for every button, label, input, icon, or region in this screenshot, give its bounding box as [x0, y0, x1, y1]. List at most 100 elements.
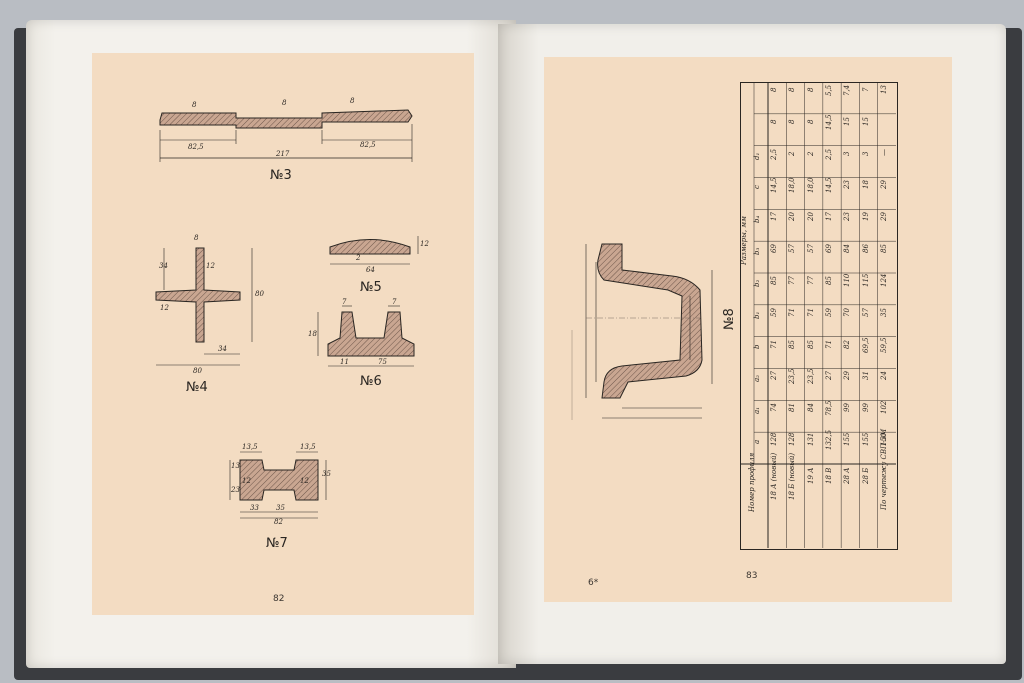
table-cell-profile: 18 А (новый) — [770, 452, 779, 500]
p3-dim-a: 8 — [192, 101, 197, 109]
table-cell: 29 — [879, 212, 888, 222]
table-header-col: d₁ — [753, 152, 761, 160]
table-cell: 82 — [843, 339, 852, 349]
table-cell: 78,5 — [825, 400, 833, 417]
p4-dim-d: 12 — [206, 262, 215, 270]
table-cell: 13 — [879, 84, 888, 94]
table-cell: 18,0 — [806, 177, 815, 194]
table-cell: 15 — [843, 116, 852, 126]
table-cell: 2,5 — [825, 148, 833, 160]
p5-dim-c: 64 — [366, 266, 375, 274]
table-header-col: b₂ — [753, 279, 761, 287]
p3-dim-c: 8 — [350, 97, 355, 105]
table-cell: 71 — [825, 339, 833, 349]
p7-dim-a: 13,5 — [242, 443, 258, 451]
table-cell: 84 — [843, 244, 852, 254]
table-cell: 8 — [806, 119, 815, 124]
table-cell: 110 — [843, 273, 852, 287]
table-cell: 8 — [770, 119, 779, 124]
profile-5-label: №5 — [360, 280, 382, 295]
table-cell: 8 — [806, 87, 815, 92]
table-cell: 81 — [788, 403, 797, 413]
p3-dim-f: 217 — [276, 150, 290, 158]
table-cell: 69 — [770, 244, 779, 254]
p6-dim-e: 75 — [378, 358, 387, 366]
p7-dim-e: 12 — [242, 477, 251, 485]
p7-dim-f: 12 — [300, 477, 309, 485]
p4-dim-c: 80 — [255, 290, 264, 298]
table-cell: 8 — [788, 87, 797, 92]
table-cell: 70 — [843, 307, 852, 317]
p4-dim-g: 80 — [193, 367, 202, 375]
table-cell: 115 — [861, 273, 870, 287]
table-cell: — — [879, 148, 888, 156]
table-cell: 57 — [788, 244, 797, 254]
table-cell: 23 — [843, 180, 852, 190]
table-cell: 85 — [788, 339, 797, 349]
p5-dim-b: 2 — [356, 254, 361, 262]
p6-dim-c: 18 — [308, 330, 317, 338]
table-cell: 128 — [770, 432, 779, 447]
table-header-col: b₃ — [753, 247, 761, 256]
table-cell: 99 — [843, 403, 852, 413]
table-header-profile: Номер профиля — [748, 452, 756, 512]
table-cell: 57 — [806, 244, 815, 254]
table-cell: 124 — [879, 273, 888, 287]
p4-dim-b: 34 — [159, 262, 168, 270]
table-cell: 69 — [825, 244, 833, 254]
p7-dim-c: 13 — [231, 462, 240, 470]
table-cell: 2 — [806, 151, 815, 156]
table-cell: 59,5 — [879, 336, 888, 353]
profile-3-label: №3 — [270, 168, 292, 183]
left-page-number: 82 — [273, 594, 285, 604]
p7-dim-d: 35 — [322, 470, 331, 478]
table-cell: 18,0 — [788, 177, 797, 194]
p3-dim-e: 82,5 — [360, 141, 376, 149]
p5-dim-a: 12 — [420, 240, 429, 248]
table-cell: 86 — [861, 244, 870, 254]
table-header-col: b₁ — [753, 311, 761, 319]
table-cell: 29 — [843, 371, 852, 381]
p3-dim-d: 82,5 — [188, 143, 204, 151]
table-cell: 131 — [806, 432, 815, 447]
table-cell: 69,5 — [861, 336, 870, 353]
right-page-number: 83 — [746, 571, 758, 581]
table-cell: 17 — [770, 212, 779, 222]
p4-dim-e: 12 — [160, 304, 169, 312]
table-cell: 15 — [861, 116, 870, 126]
p6-dim-a: 7 — [342, 298, 347, 306]
table-cell: 59 — [825, 307, 833, 317]
profile-6-drawing — [317, 305, 415, 367]
table-cell: 77 — [788, 275, 797, 285]
table-header-col: b₄ — [753, 215, 761, 224]
table-cell-profile: 28 А — [843, 467, 852, 484]
table-header-col: a — [753, 439, 761, 445]
table-cell: 29 — [879, 180, 888, 190]
table-cell: 5,5 — [825, 84, 833, 96]
table-cell: 85 — [806, 339, 815, 349]
table-group-header: Размеры, мм — [740, 216, 748, 265]
table-cell: 23,5 — [788, 368, 797, 385]
table-cell: 71 — [806, 307, 815, 317]
profile-5-drawing — [329, 236, 419, 265]
p6-dim-b: 7 — [392, 298, 397, 306]
table-cell: 85 — [879, 244, 888, 254]
table-cell: 3 — [843, 151, 852, 156]
table-header-col: a₂ — [753, 375, 761, 383]
table-cell: 24 — [879, 371, 888, 381]
table-cell: 71 — [770, 339, 779, 349]
profile-4-label: №4 — [186, 380, 208, 395]
table-cell: 27 — [770, 371, 779, 381]
table-cell: 150 — [879, 432, 888, 447]
table-cell: 57 — [861, 307, 870, 317]
table-cell: 155 — [861, 432, 870, 447]
table-cell: 14,5 — [825, 177, 833, 194]
table-cell: 2 — [788, 151, 797, 156]
table-cell: 23 — [843, 212, 852, 222]
table-cell-profile: 18 Б (новый) — [788, 452, 797, 500]
signature-mark: 6* — [588, 578, 599, 588]
table-cell: 31 — [861, 371, 870, 381]
table-cell: 84 — [806, 403, 815, 413]
